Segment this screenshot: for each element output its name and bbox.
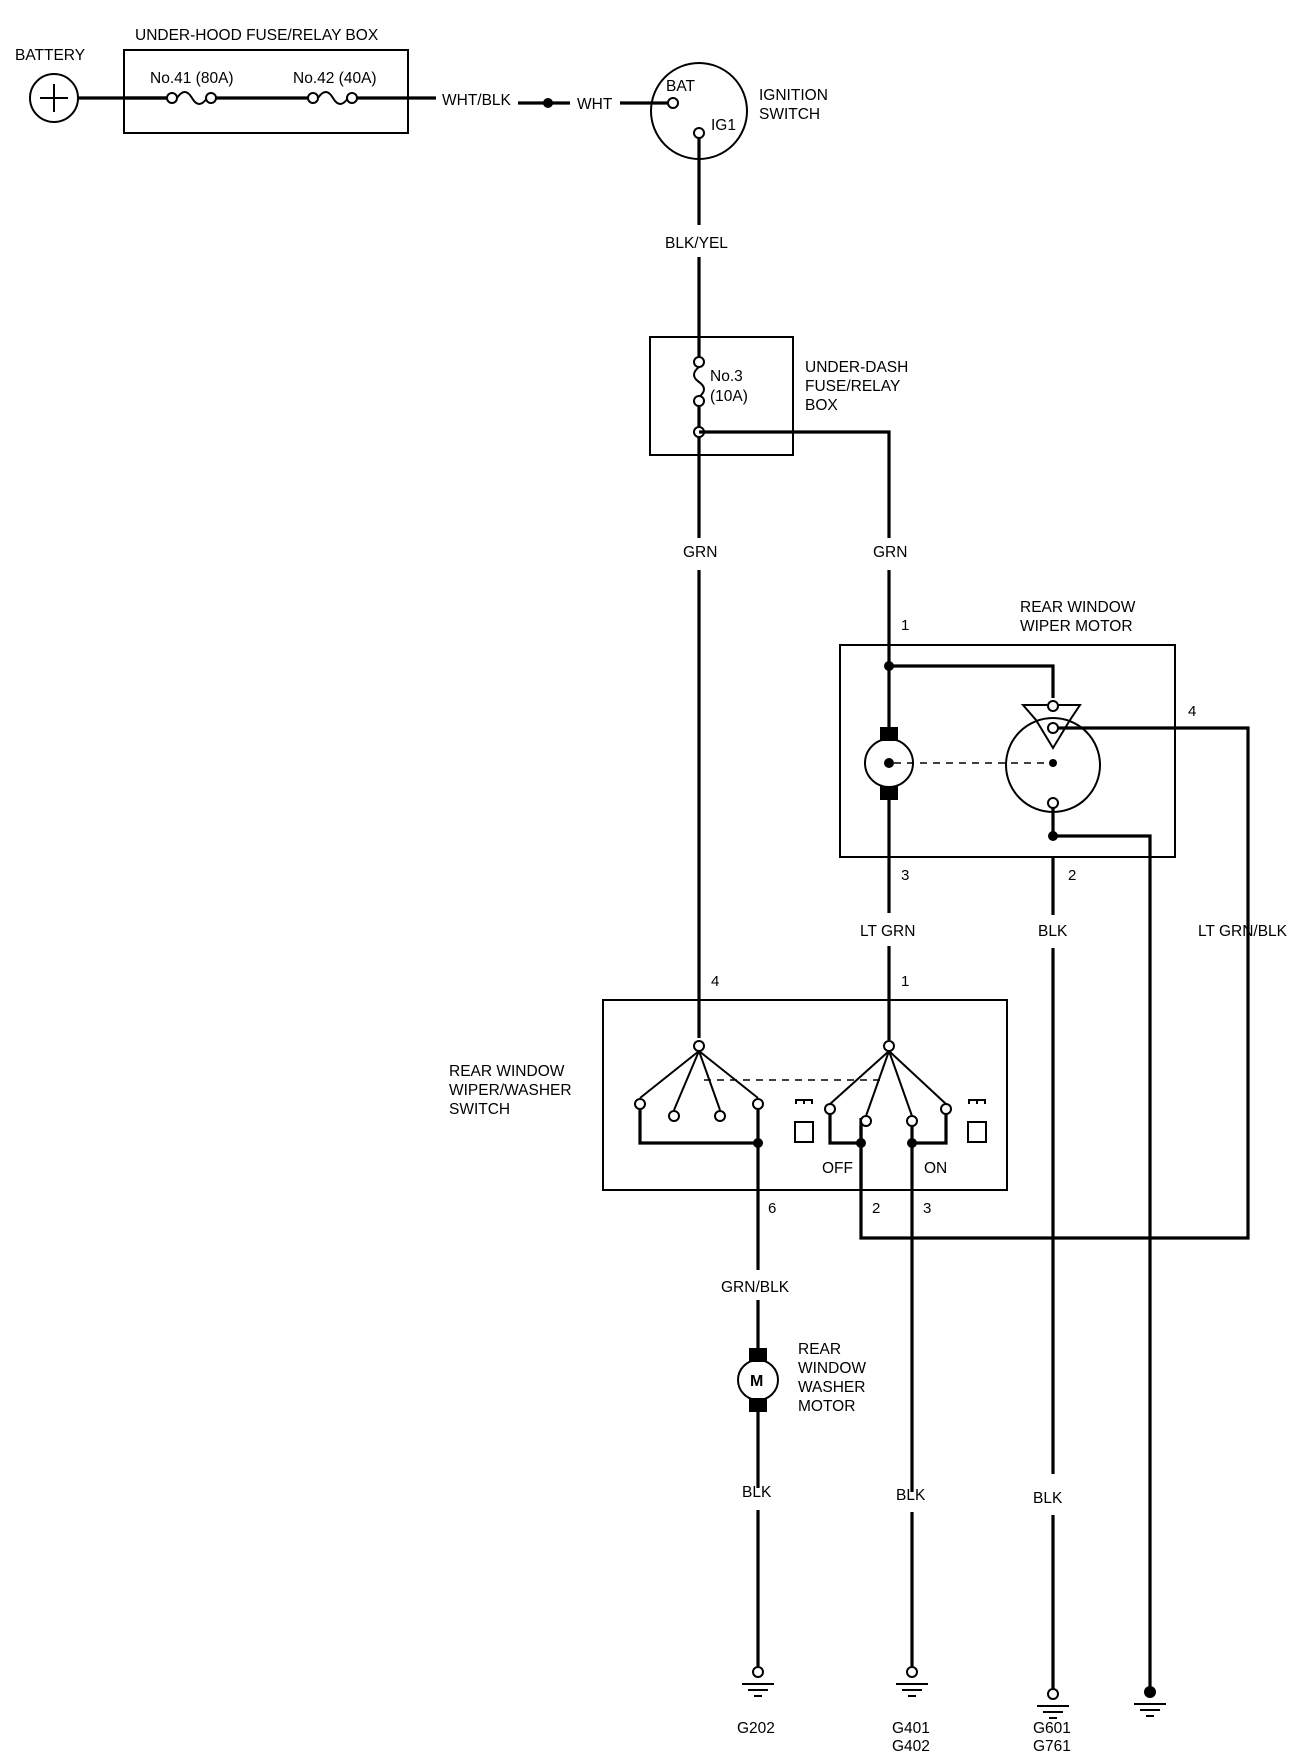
under-hood-fuse-box: UNDER-HOOD FUSE/RELAY BOX No.41 (80A) No…: [123, 27, 409, 134]
under-hood-box-title: UNDER-HOOD FUSE/RELAY BOX: [135, 27, 379, 44]
fuse-42-label: No.42 (40A): [293, 70, 377, 87]
ignition-ig1-label: IG1: [711, 117, 736, 134]
wire-label-grn-right: GRN: [873, 544, 907, 561]
switch-off-label: OFF: [822, 1160, 853, 1177]
under-dash-label-1: UNDER-DASH: [805, 359, 908, 376]
fuse-3-label-1: No.3: [710, 368, 743, 385]
ground-g401-g402: G401 G402: [892, 1666, 930, 1752]
ground-g761-label: G761: [1033, 1738, 1071, 1752]
wiper-motor-pin-4: 4: [1188, 703, 1196, 720]
washer-motor-label-2: WINDOW: [798, 1360, 866, 1377]
fuse-3-label-2: (10A): [710, 388, 748, 405]
wire-label-blk-motor: BLK: [1038, 923, 1068, 940]
under-dash-fuse-box: No.3 (10A) UNDER-DASH FUSE/RELAY BOX: [649, 336, 908, 456]
ignition-bat-label: BAT: [666, 78, 696, 95]
washer-motor-label-4: MOTOR: [798, 1398, 855, 1415]
wiper-motor-pin-3: 3: [901, 867, 909, 884]
ground-g402-label: G402: [892, 1738, 930, 1752]
switch-label-1: REAR WINDOW: [449, 1063, 565, 1080]
rear-wiper-washer-switch: REAR WINDOW WIPER/WASHER SWITCH 4 1: [449, 973, 1008, 1191]
ground-body: [1134, 1686, 1166, 1717]
wire-label-wht-blk: WHT/BLK: [442, 92, 512, 109]
wiper-motor-pin-1: 1: [901, 617, 909, 634]
ground-g601-g761: G601 G761: [1033, 1688, 1071, 1752]
wiper-motor-label-1: REAR WINDOW: [1020, 599, 1136, 616]
switch-pin-1: 1: [901, 973, 909, 990]
ground-g401-label: G401: [892, 1720, 930, 1737]
wiper-park-cam: [1020, 704, 1082, 750]
switch-label-2: WIPER/WASHER: [449, 1082, 572, 1099]
ignition-switch: BAT IG1 IGNITION SWITCH: [650, 62, 828, 160]
switch-label-3: SWITCH: [449, 1101, 510, 1118]
fuse-3-symbol: [693, 366, 705, 398]
wire-label-blk-ground: BLK: [1033, 1490, 1063, 1507]
wire-label-blk-washer: BLK: [742, 1484, 772, 1501]
switch-pin-3: 3: [923, 1200, 931, 1217]
wire-label-lt-grn: LT GRN: [860, 923, 915, 940]
washer-motor-m: M: [750, 1373, 763, 1390]
ground-g202-label: G202: [737, 1720, 775, 1737]
under-dash-label-3: BOX: [805, 397, 838, 414]
switch-pin-2: 2: [872, 1200, 880, 1217]
battery: BATTERY: [15, 47, 85, 123]
wire-label-blk-yel: BLK/YEL: [665, 235, 728, 252]
fuse-41-symbol: [176, 91, 208, 105]
wiper-motor-pin-2: 2: [1068, 867, 1076, 884]
under-dash-label-2: FUSE/RELAY: [805, 378, 900, 395]
rear-wiper-motor: REAR WINDOW WIPER MOTOR 1 4: [839, 599, 1250, 1690]
ignition-switch-label-2: SWITCH: [759, 106, 820, 123]
wire-label-lt-grn-blk: LT GRN/BLK: [1198, 923, 1288, 940]
washer-motor-label-3: WASHER: [798, 1379, 865, 1396]
wire-label-blk-switch: BLK: [896, 1487, 926, 1504]
fuse-41-label: No.41 (80A): [150, 70, 234, 87]
wiper-motor-label-2: WIPER MOTOR: [1020, 618, 1133, 635]
switch-pin-4: 4: [711, 973, 719, 990]
switch-pin-6: 6: [768, 1200, 776, 1217]
ground-g601-label: G601: [1033, 1720, 1071, 1737]
wire-label-grn-blk: GRN/BLK: [721, 1279, 790, 1296]
ground-g202: G202: [737, 1666, 775, 1737]
battery-label: BATTERY: [15, 47, 85, 64]
fuse-42-symbol: [317, 91, 349, 105]
washer-motor-label-1: REAR: [798, 1341, 841, 1358]
wire-label-wht: WHT: [577, 96, 613, 113]
ignition-switch-label-1: IGNITION: [759, 87, 828, 104]
switch-on-label: ON: [924, 1160, 947, 1177]
wire-label-grn-left: GRN: [683, 544, 717, 561]
rear-washer-motor: M REAR WINDOW WASHER MOTOR: [737, 1341, 866, 1415]
